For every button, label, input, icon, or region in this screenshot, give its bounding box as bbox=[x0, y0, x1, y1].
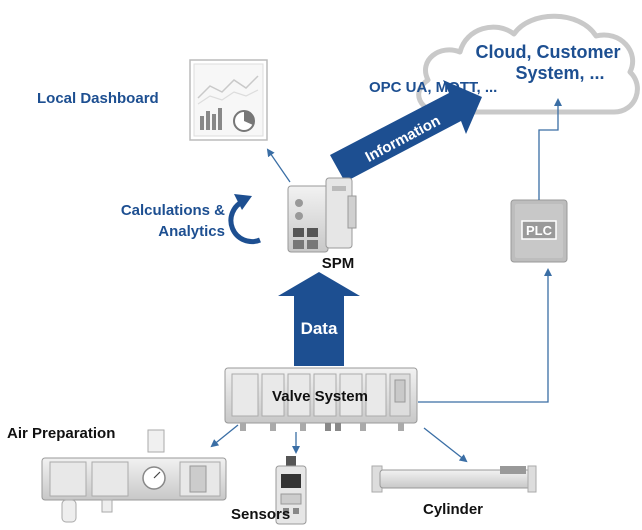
valve-to-plc-connector bbox=[418, 268, 552, 403]
sensor-icon bbox=[275, 456, 307, 525]
calc-analytics-line2: Analytics bbox=[158, 223, 225, 240]
data-label: Data bbox=[301, 319, 338, 338]
plc-label: PLC bbox=[526, 223, 553, 238]
plc-device-icon bbox=[510, 199, 568, 263]
protocols-label: OPC UA, MQTT, ... bbox=[369, 79, 497, 96]
cloud-label-line1: Cloud, Customer bbox=[475, 42, 620, 62]
valve-to-cylinder-arrow bbox=[423, 427, 468, 463]
cylinder-icon bbox=[371, 465, 537, 493]
plc-to-cloud-connector bbox=[538, 98, 562, 200]
calc-analytics-line1: Calculations & bbox=[121, 202, 225, 219]
air-preparation-icon bbox=[41, 429, 227, 523]
information-arrow bbox=[330, 80, 482, 182]
valve-to-airprep-arrow bbox=[210, 424, 239, 448]
spm-to-dashboard-arrow bbox=[266, 148, 291, 183]
spm-device-icon bbox=[287, 177, 357, 253]
valve-system-icon bbox=[224, 367, 418, 431]
spm-label: SPM bbox=[322, 255, 355, 272]
air-preparation-label: Air Preparation bbox=[7, 425, 115, 442]
cloud-icon bbox=[416, 13, 640, 115]
dashboard-monitor-icon bbox=[189, 59, 268, 141]
valve-system-label: Valve System bbox=[272, 388, 368, 405]
cylinder-label: Cylinder bbox=[423, 501, 483, 518]
local-dashboard-label: Local Dashboard bbox=[37, 90, 159, 107]
sensors-label: Sensors bbox=[231, 506, 290, 523]
refresh-cycle-icon bbox=[228, 194, 261, 245]
cloud-label-line2: System, ... bbox=[515, 63, 604, 83]
data-arrow bbox=[278, 272, 360, 366]
